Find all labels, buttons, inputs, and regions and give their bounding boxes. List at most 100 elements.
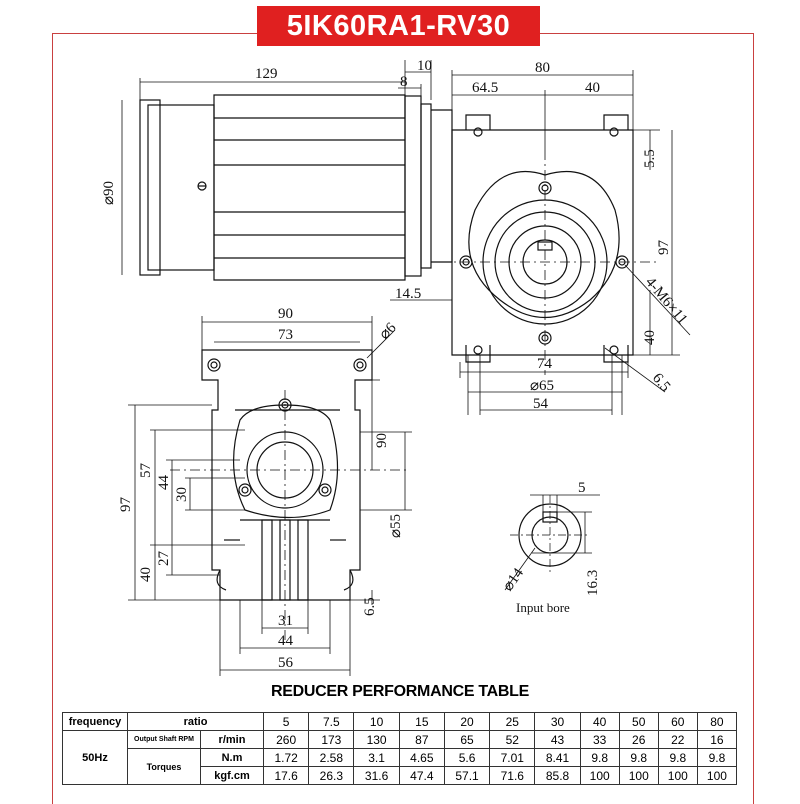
dim-half-40: 40	[585, 80, 600, 96]
value-cell: 100	[657, 766, 698, 785]
value-cell: 52	[489, 730, 536, 749]
output-speed-label: Output Shaft RPM	[127, 730, 201, 749]
dim-dia-55: ⌀55	[388, 514, 404, 538]
ratio-cell: 10	[353, 712, 400, 731]
ratio-cell: 80	[696, 712, 738, 731]
technical-drawing: 129 10 8 ⌀90 80 64.5 40 5.5 97 14.5 4-M6…	[101, 58, 691, 676]
dim-width-31: 31	[278, 613, 293, 629]
dim-height-57: 57	[138, 463, 154, 479]
dim-key-5: 5	[578, 480, 586, 496]
dim-small-6-5-front: 6.5	[362, 597, 378, 616]
dim-top-5-5: 5.5	[642, 149, 658, 168]
dim-height-90: 90	[374, 433, 390, 448]
value-cell: 9.8	[657, 748, 698, 767]
value-cell: 2.58	[308, 748, 355, 767]
value-cell: 87	[398, 730, 445, 749]
table-row: 50Hz Output Shaft RPM r/min 260 173 130 …	[62, 730, 738, 785]
dim-width-74: 74	[537, 356, 553, 372]
ratio-cell: 20	[443, 712, 491, 731]
unit-cell: r/min	[200, 730, 264, 749]
value-cell: 65	[443, 730, 491, 749]
value-cell: 260	[262, 730, 310, 749]
table-title: REDUCER PERFORMANCE TABLE	[271, 683, 529, 700]
value-cell: 7.01	[489, 748, 536, 767]
value-cell: 57.1	[443, 766, 491, 785]
dim-motor-length: 129	[255, 66, 278, 82]
dim-mount-holes: 4-M6×11	[642, 274, 690, 327]
value-cell: 16	[696, 730, 738, 749]
dim-height-44: 44	[156, 475, 172, 491]
value-cell: 100	[579, 766, 620, 785]
value-cell: 173	[308, 730, 355, 749]
value-cell: 85.8	[534, 766, 581, 785]
ratio-cell: 30	[534, 712, 581, 731]
dim-width-54: 54	[533, 396, 549, 412]
dim-height-40: 40	[138, 567, 154, 582]
dim-flange-8: 8	[400, 74, 408, 90]
dim-height-27: 27	[156, 551, 172, 567]
dim-front-width-73: 73	[278, 327, 293, 343]
dim-front-height-97: 97	[118, 497, 134, 513]
model-title: 5IK60RA1-RV30	[257, 6, 540, 46]
table-row: frequency ratio 5 7.5 10 15 20 25 30 40 …	[62, 712, 738, 731]
motor-side-view	[139, 94, 453, 281]
dim-width-44: 44	[278, 633, 294, 649]
ratio-cell: 40	[579, 712, 620, 731]
ratio-cell: 25	[489, 712, 536, 731]
unit-cell: kgf.cm	[200, 766, 264, 785]
reducer-front-view	[170, 349, 410, 640]
input-bore-detail	[504, 494, 600, 591]
value-cell: 47.4	[398, 766, 445, 785]
input-bore-label: Input bore	[516, 600, 570, 615]
value-cell: 33	[579, 730, 620, 749]
value-cell: 8.41	[534, 748, 581, 767]
dim-left-14-5: 14.5	[395, 286, 421, 302]
dim-dia-65: ⌀65	[530, 378, 554, 394]
ratio-cell: 50	[618, 712, 659, 731]
gearbox-face-view	[440, 114, 660, 375]
value-cell: 9.8	[579, 748, 620, 767]
value-cell: 100	[696, 766, 738, 785]
dim-small-6-5-top: 6.5	[649, 370, 673, 395]
performance-table: frequency ratio 5 7.5 10 15 20 25 30 40 …	[62, 712, 738, 785]
dim-front-width-90: 90	[278, 306, 293, 322]
ratio-cell: 7.5	[308, 712, 355, 731]
value-cell: 17.6	[262, 766, 310, 785]
ratio-cell: 15	[398, 712, 445, 731]
value-cell: 4.65	[398, 748, 445, 767]
value-cell: 22	[657, 730, 698, 749]
value-cell: 100	[618, 766, 659, 785]
ratio-cell: 5	[262, 712, 310, 731]
dim-hole-6: ⌀6	[377, 319, 400, 342]
torques-label: Torques	[127, 748, 201, 785]
front-view-dimension-lines	[128, 316, 412, 676]
value-cell: 43	[534, 730, 581, 749]
dim-bottom-40: 40	[642, 330, 658, 345]
value-cell: 26	[618, 730, 659, 749]
value-cell: 9.8	[696, 748, 738, 767]
dim-gearbox-width: 80	[535, 60, 550, 76]
dim-dia-14: ⌀14	[500, 565, 527, 594]
value-cell: 26.3	[308, 766, 355, 785]
dim-height-97: 97	[656, 240, 672, 256]
value-cell: 5.6	[443, 748, 491, 767]
dim-width-56: 56	[278, 655, 294, 671]
table-row: Torques N.m 1.72 2.58 3.1 4.65 5.6 7.01 …	[63, 748, 738, 785]
value-cell: 1.72	[262, 748, 310, 767]
value-cell: 3.1	[353, 748, 400, 767]
dim-depth-16-3: 16.3	[585, 570, 601, 596]
unit-cell: N.m	[200, 748, 264, 767]
dim-flange-10: 10	[417, 58, 432, 74]
value-cell: 71.6	[489, 766, 536, 785]
table-row: kgf.cm 17.6 26.3 31.6 47.4 57.1 71.6 85.…	[63, 766, 738, 785]
value-cell: 31.6	[353, 766, 400, 785]
frequency-value: 50Hz	[62, 730, 128, 785]
ratio-cell: 60	[657, 712, 698, 731]
dim-motor-diameter: ⌀90	[101, 181, 117, 205]
ratio-header: ratio	[127, 712, 264, 731]
value-cell: 9.8	[618, 748, 659, 767]
dim-offset-64-5: 64.5	[472, 80, 498, 96]
dim-height-30: 30	[174, 487, 190, 502]
value-cell: 130	[353, 730, 400, 749]
top-view-dimension-lines	[121, 60, 691, 415]
